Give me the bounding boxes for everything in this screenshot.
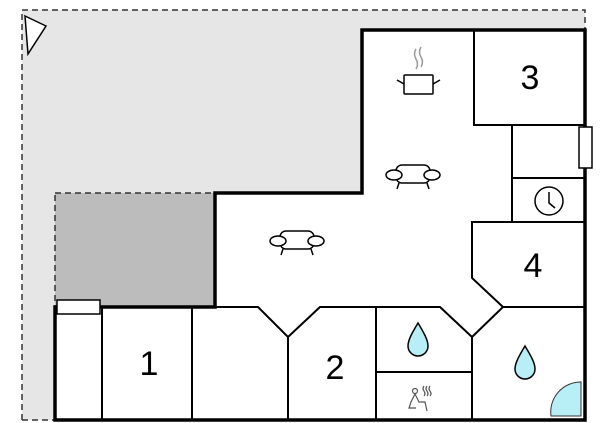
compass-icon: [24, 14, 48, 57]
sofa-icon: [269, 230, 325, 256]
terrace-boundary: [21, 9, 586, 420]
window: [578, 126, 593, 169]
water-drop-icon: [514, 344, 536, 380]
window: [56, 299, 101, 315]
covered-area: [54, 192, 216, 308]
interior-walls: [55, 30, 585, 420]
room-label-1: 1: [140, 345, 159, 383]
sauna-icon: [408, 385, 432, 412]
room-label-4: 4: [524, 247, 543, 285]
room-label-2: 2: [326, 349, 345, 387]
shower-icon: [550, 381, 582, 417]
cooking-pot-icon: [396, 46, 441, 95]
room-label-3: 3: [521, 59, 540, 97]
terrace-area: [22, 10, 585, 420]
sofa-icon: [385, 164, 441, 190]
water-drop-icon: [407, 321, 429, 357]
clock-icon: [534, 186, 564, 216]
